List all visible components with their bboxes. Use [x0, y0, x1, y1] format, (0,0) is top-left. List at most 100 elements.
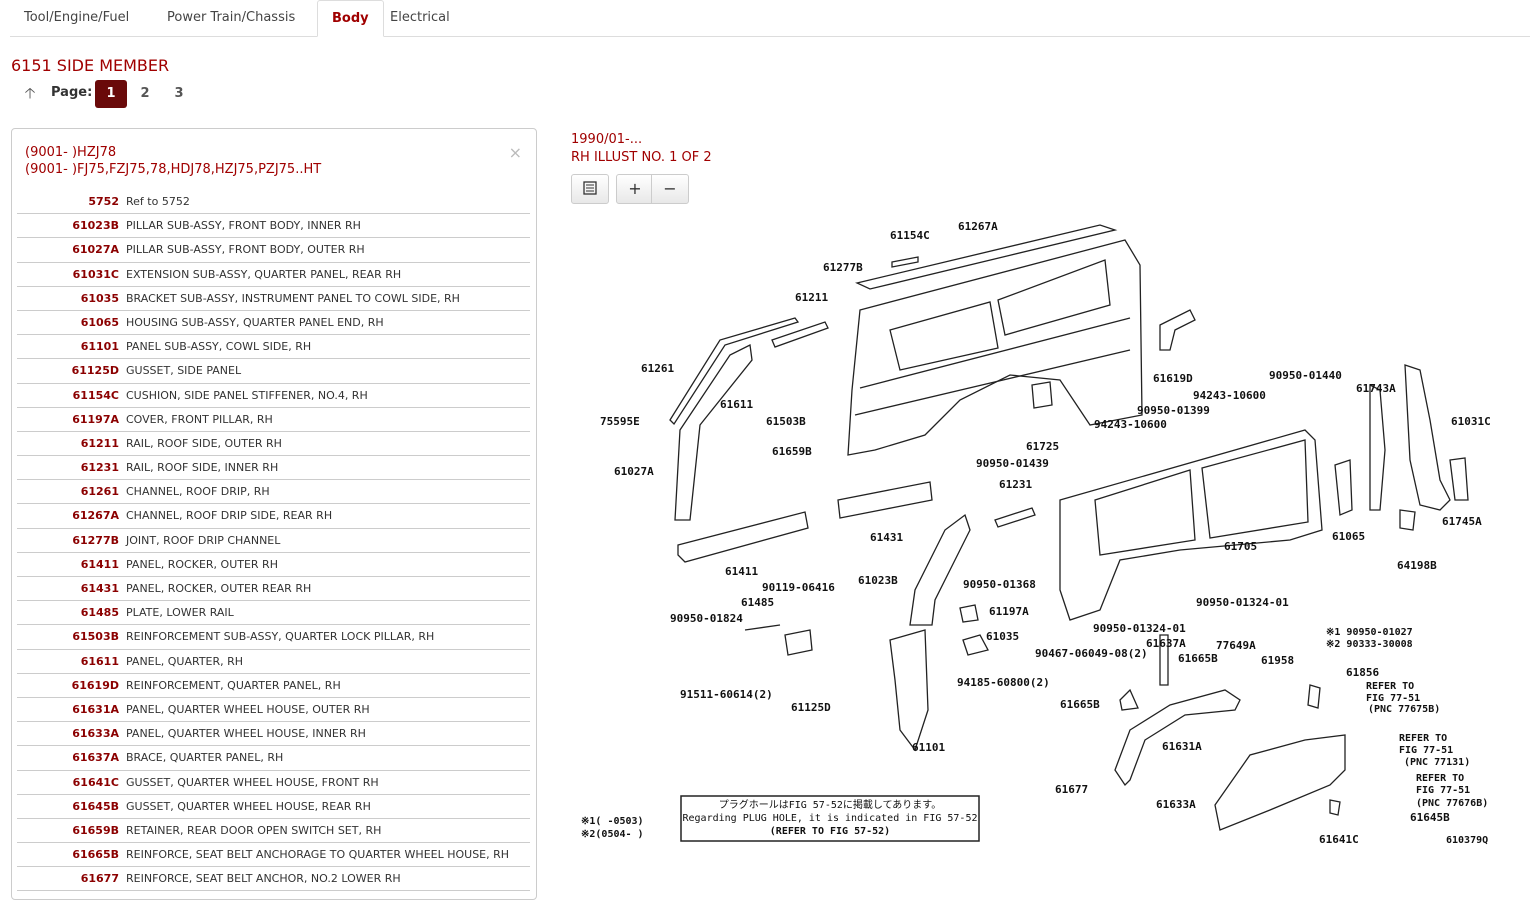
parts-diagram[interactable]: 61154C 61267A 61277B 61211 61261 61611 61503B 7…: [570, 210, 1531, 850]
diagram-label-61856[interactable]: 61856: [1346, 666, 1379, 679]
diagram-label-91511-60614[interactable]: 91511-60614(2): [680, 688, 773, 701]
zoom-out-button[interactable]: −: [651, 174, 689, 204]
part-code-link[interactable]: 61665B: [72, 848, 119, 862]
part-code-link[interactable]: 5752: [88, 195, 119, 208]
part-code-link[interactable]: 61645B: [72, 799, 119, 813]
page-button-3[interactable]: 3: [174, 86, 184, 101]
tab-electrical[interactable]: Electrical: [390, 10, 450, 25]
diagram-label-61637A[interactable]: 61637A: [1146, 637, 1186, 650]
diagram-label-75595E[interactable]: 75595E: [600, 415, 640, 428]
diagram-label-90950-01324-01b[interactable]: 90950-01324-01: [1093, 622, 1186, 635]
part-code-link[interactable]: 61211: [80, 436, 119, 450]
part-code-link[interactable]: 61631A: [72, 702, 119, 716]
part-code-link[interactable]: 61659B: [72, 823, 119, 837]
diagram-label-61277B[interactable]: 61277B: [823, 261, 863, 274]
page-button-1[interactable]: 1: [95, 80, 127, 108]
part-code-link[interactable]: 61485: [80, 606, 119, 620]
part-code-link[interactable]: 61231: [80, 461, 119, 475]
diagram-label-61197A[interactable]: 61197A: [989, 605, 1029, 618]
diagram-label-90950-01324-01a[interactable]: 90950-01324-01: [1196, 596, 1289, 609]
diagram-label-61743A[interactable]: 61743A: [1356, 382, 1396, 395]
part-code-link[interactable]: 61641C: [72, 775, 119, 789]
diagram-label-61705[interactable]: 61705: [1224, 540, 1257, 553]
diagram-label-61677[interactable]: 61677: [1055, 783, 1088, 796]
diagram-label-61211[interactable]: 61211: [795, 291, 828, 304]
diagram-label-61485[interactable]: 61485: [741, 596, 774, 609]
diagram-label-61958[interactable]: 61958: [1261, 654, 1294, 667]
tab-tool-engine-fuel[interactable]: Tool/Engine/Fuel: [24, 10, 130, 25]
diagram-label-61125D[interactable]: 61125D: [791, 701, 831, 714]
part-code-link[interactable]: 61277B: [72, 533, 119, 547]
arrow-up-icon[interactable]: 🡡: [24, 84, 36, 102]
part-code-link[interactable]: 61267A: [72, 509, 119, 523]
part-code-link[interactable]: 61619D: [71, 678, 119, 692]
diagram-label-61231[interactable]: 61231: [999, 478, 1032, 491]
diagram-label-90950-01439[interactable]: 90950-01439: [976, 457, 1049, 470]
diagram-label-64198B[interactable]: 64198B: [1397, 559, 1437, 572]
diagram-label-61641C[interactable]: 61641C: [1319, 833, 1359, 846]
diagram-label-ref1b: FIG 77-51: [1366, 693, 1420, 704]
model-line-2: (9001- )FJ75,FZJ75,78,HDJ78,HZJ75,PZJ75.…: [25, 162, 322, 177]
diagram-label-61411[interactable]: 61411: [725, 565, 758, 578]
diagram-label-61031C[interactable]: 61031C: [1451, 415, 1491, 428]
diagram-label-61431[interactable]: 61431: [870, 531, 903, 544]
diagram-label-61027A[interactable]: 61027A: [614, 465, 654, 478]
diagram-label-61725[interactable]: 61725: [1026, 440, 1059, 453]
part-code-link[interactable]: 61023B: [72, 219, 119, 233]
part-code-link[interactable]: 61411: [80, 557, 119, 571]
diagram-label-61631A[interactable]: 61631A: [1162, 740, 1202, 753]
diagram-label-61154C[interactable]: 61154C: [890, 229, 930, 242]
part-code-link[interactable]: 61035: [80, 291, 119, 305]
diagram-label-61023B[interactable]: 61023B: [858, 574, 898, 587]
diagram-label-61645B[interactable]: 61645B: [1410, 811, 1450, 824]
diagram-label-94185-60800[interactable]: 94185-60800(2): [957, 676, 1050, 689]
diagram-label-61035[interactable]: 61035: [986, 630, 1019, 643]
diagram-label-61633A[interactable]: 61633A: [1156, 798, 1196, 811]
part-code-link[interactable]: 61633A: [72, 727, 119, 741]
part-code-link[interactable]: 61154C: [72, 388, 119, 402]
part-code-link[interactable]: 61611: [80, 654, 119, 668]
part-code-link[interactable]: 61197A: [72, 412, 119, 426]
diagram-label-61611[interactable]: 61611: [720, 398, 753, 411]
part-code-link[interactable]: 61101: [80, 340, 119, 354]
diagram-label-90950-01440[interactable]: 90950-01440: [1269, 369, 1342, 382]
diagram-label-90950-01399[interactable]: 90950-01399: [1137, 404, 1210, 417]
part-code-link[interactable]: 61261: [80, 485, 119, 499]
tab-power-train-chassis[interactable]: Power Train/Chassis: [167, 10, 296, 25]
diagram-label-94243-10600a[interactable]: 94243-10600: [1193, 389, 1266, 402]
close-icon[interactable]: ×: [508, 143, 522, 162]
diagram-label-61745A[interactable]: 61745A: [1442, 515, 1482, 528]
diagram-label-90467-06049-08[interactable]: 90467-06049-08(2): [1035, 647, 1148, 660]
diagram-label-61503B[interactable]: 61503B: [766, 415, 806, 428]
part-code-link[interactable]: 61065: [80, 315, 119, 329]
part-code-link[interactable]: 61125D: [71, 364, 119, 378]
part-code-link[interactable]: 61027A: [72, 243, 119, 257]
part-description: PLATE, LOWER RAIL: [126, 606, 234, 620]
diagram-label-61619D[interactable]: 61619D: [1153, 372, 1193, 385]
diagram-label-61261[interactable]: 61261: [641, 362, 674, 375]
part-code-link[interactable]: 61503B: [72, 630, 119, 644]
list-view-button[interactable]: [571, 174, 609, 204]
part-code-link[interactable]: 61637A: [72, 751, 119, 765]
zoom-in-button[interactable]: +: [616, 174, 654, 204]
diagram-label-90950-01824[interactable]: 90950-01824: [670, 612, 743, 625]
diagram-label-94243-10600b[interactable]: 94243-10600: [1094, 418, 1167, 431]
diagram-label-61659B[interactable]: 61659B: [772, 445, 812, 458]
diagram-label-61665Bb[interactable]: 61665B: [1060, 698, 1100, 711]
diagram-label-61267A[interactable]: 61267A: [958, 220, 998, 233]
diagram-label-61065[interactable]: 61065: [1332, 530, 1365, 543]
part-code-link[interactable]: 61031C: [72, 267, 119, 281]
diagram-label-61665Ba[interactable]: 61665B: [1178, 652, 1218, 665]
page-button-2[interactable]: 2: [140, 86, 150, 101]
tab-body[interactable]: Body: [317, 0, 384, 37]
diagram-label-61101[interactable]: 61101: [912, 741, 945, 754]
diagram-label-90950-01368[interactable]: 90950-01368: [963, 578, 1036, 591]
part-code-link[interactable]: 61431: [80, 582, 119, 595]
diagram-label-77649A[interactable]: 77649A: [1216, 639, 1256, 652]
diagram-label-90119-06416[interactable]: 90119-06416: [762, 581, 835, 594]
part-code-link[interactable]: 61677: [80, 872, 119, 886]
